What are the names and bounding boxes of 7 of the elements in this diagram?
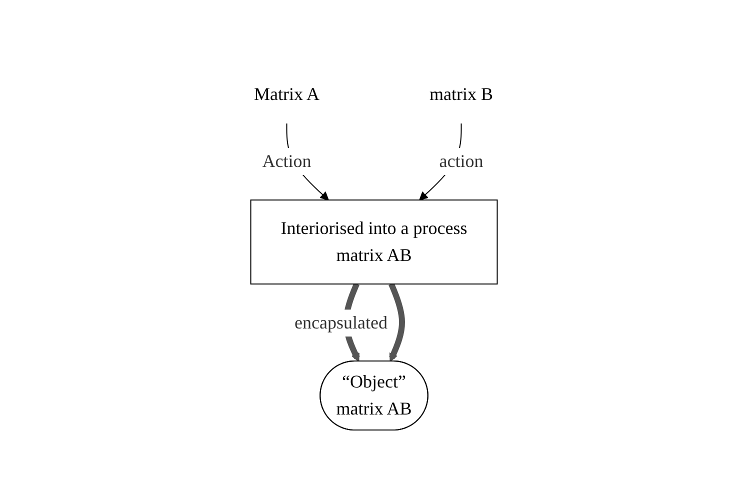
arrow <box>388 282 405 362</box>
edge-label: encapsulated <box>294 312 388 332</box>
edge-label: Action <box>262 150 311 170</box>
node-text: Matrix A <box>254 84 319 104</box>
node-box: Interiorised into a process matrix AB <box>250 199 498 284</box>
node-text: matrix B <box>429 84 492 104</box>
edge-label: action <box>438 150 483 170</box>
